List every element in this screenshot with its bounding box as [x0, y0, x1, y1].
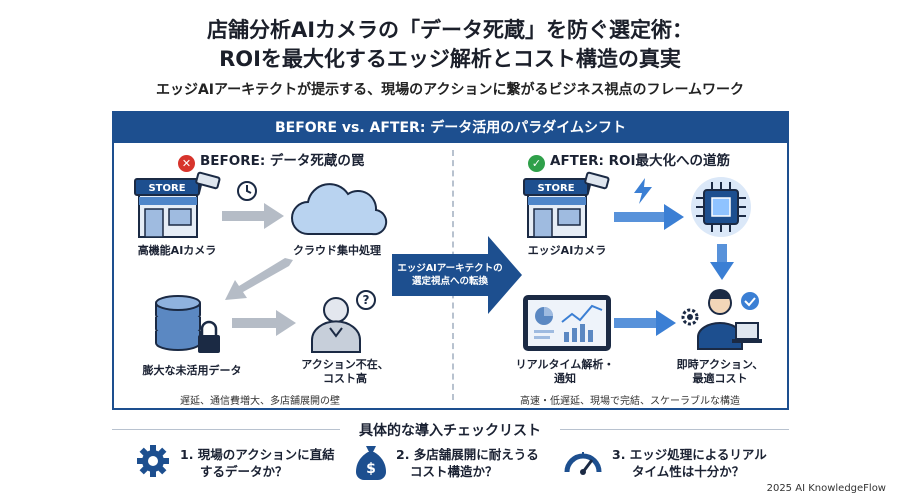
- flow-arrow-3: [232, 310, 296, 336]
- confused-staff-icon: ?: [311, 290, 376, 353]
- checklist-item-3-line-1: 3. エッジ処理によるリアル: [612, 447, 767, 462]
- checklist-item-2-line-2: コスト構造か？: [410, 464, 498, 479]
- check-icon: ✓: [528, 155, 545, 172]
- before-title: ✕ BEFORE: データ死蔵の罠: [178, 149, 364, 172]
- cross-icon: ✕: [178, 155, 195, 172]
- subtitle: エッジAIアーキテクトが提示する、現場のアクションに繋がるビジネス視点のフレーム…: [155, 82, 745, 98]
- speedometer-icon: [564, 452, 602, 475]
- edge-store-sign: STORE: [537, 183, 574, 194]
- active-staff-icon: [681, 289, 762, 350]
- instant-action-line-2: 最適コスト: [692, 372, 748, 385]
- lock-icon: [198, 320, 220, 353]
- edge-store-icon: STORE: [523, 171, 610, 238]
- clock-icon: [237, 181, 257, 201]
- svg-text:$: $: [366, 461, 376, 477]
- checklist-item-1: 1. 現場のアクションに直結 するデータか？: [180, 446, 335, 480]
- instant-action-line-1: 即時アクション、: [676, 358, 764, 371]
- dashboard-label: リアルタイム解析・ 通知: [510, 358, 620, 386]
- database-icon: [155, 295, 220, 353]
- camera-label: 高機能AIカメラ: [137, 244, 217, 257]
- panel-heading: BEFORE vs. AFTER: データ活用のパラダイムシフト: [114, 113, 787, 143]
- transition-arrow: [392, 236, 522, 314]
- flow-arrow-1: [222, 203, 284, 229]
- before-caption: 遅延、通信費増大、多店舗展開の壁: [180, 396, 340, 407]
- instant-action-label: 即時アクション、 最適コスト: [670, 358, 770, 386]
- transition-line-1: エッジAIアーキテクトの: [397, 263, 503, 274]
- transition-text: エッジAIアーキテクトの 選定視点への転換: [394, 262, 506, 288]
- comparison-panel: BEFORE vs. AFTER: データ活用のパラダイムシフト: [112, 111, 789, 410]
- no-action-line-2: コスト高: [323, 372, 367, 385]
- checklist-rule-right: [560, 429, 789, 430]
- title-line-2: ROIを最大化するエッジ解析とコスト構造の真実: [219, 47, 681, 71]
- checklist-item-1-line-1: 1. 現場のアクションに直結: [180, 447, 335, 462]
- edge-chip-icon: [691, 177, 751, 237]
- checklist-title: 具体的な導入チェックリスト: [359, 423, 541, 439]
- title-line-1: 店舗分析AIカメラの「データ死蔵」を防ぐ選定術：: [206, 18, 694, 42]
- dashboard-line-2: 通知: [554, 372, 576, 385]
- dashboard-line-1: リアルタイム解析・: [515, 358, 615, 371]
- flow-arrow-5: [710, 244, 734, 280]
- checklist-item-2-line-1: 2. 多店舗展開に耐えうる: [396, 447, 539, 462]
- before-title-text: BEFORE: データ死蔵の罠: [200, 153, 365, 169]
- dashboard-icon: [523, 295, 611, 351]
- footer-credit: 2025 AI KnowledgeFlow: [766, 483, 886, 494]
- checklist-item-3: 3. エッジ処理によるリアル タイム性は十分か？: [612, 446, 767, 480]
- cloud-icon: [291, 183, 388, 236]
- approved-check-icon: [741, 292, 759, 310]
- lightning-icon: [634, 178, 652, 204]
- gear-icon: [137, 445, 169, 477]
- cloud-label: クラウド集中処理: [293, 244, 381, 257]
- checklist-item-2: 2. 多店舗展開に耐えうる コスト構造か？: [396, 446, 539, 480]
- checklist-item-3-line-2: タイム性は十分か？: [632, 464, 745, 479]
- question-icon: ?: [356, 290, 376, 310]
- transition-line-2: 選定視点への転換: [411, 276, 488, 287]
- camera-icon: [195, 171, 221, 194]
- after-title-text: AFTER: ROI最大化への道筋: [550, 153, 730, 169]
- after-caption: 高速・低遅延、現場で完結、スケーラブルな構造: [520, 396, 740, 407]
- store-icon: STORE: [134, 171, 221, 238]
- edge-camera-label: エッジAIカメラ: [527, 244, 607, 257]
- after-title: ✓ AFTER: ROI最大化への道筋: [528, 149, 730, 172]
- edge-camera-icon: [584, 171, 610, 194]
- flow-arrow-6: [614, 310, 676, 336]
- settings-small-icon: [681, 308, 699, 326]
- money-bag-icon: $: [356, 446, 386, 480]
- no-action-label: アクション不在、 コスト高: [290, 358, 400, 386]
- checklist-rule-left: [112, 429, 340, 430]
- store-sign: STORE: [148, 183, 185, 194]
- svg-text:?: ?: [363, 293, 370, 307]
- flow-arrow-2: [225, 258, 293, 300]
- flow-arrow-4: [614, 204, 684, 230]
- data-label: 膨大な未活用データ: [142, 364, 242, 377]
- checklist-item-1-line-2: するデータか？: [200, 464, 288, 479]
- no-action-line-1: アクション不在、: [301, 358, 389, 371]
